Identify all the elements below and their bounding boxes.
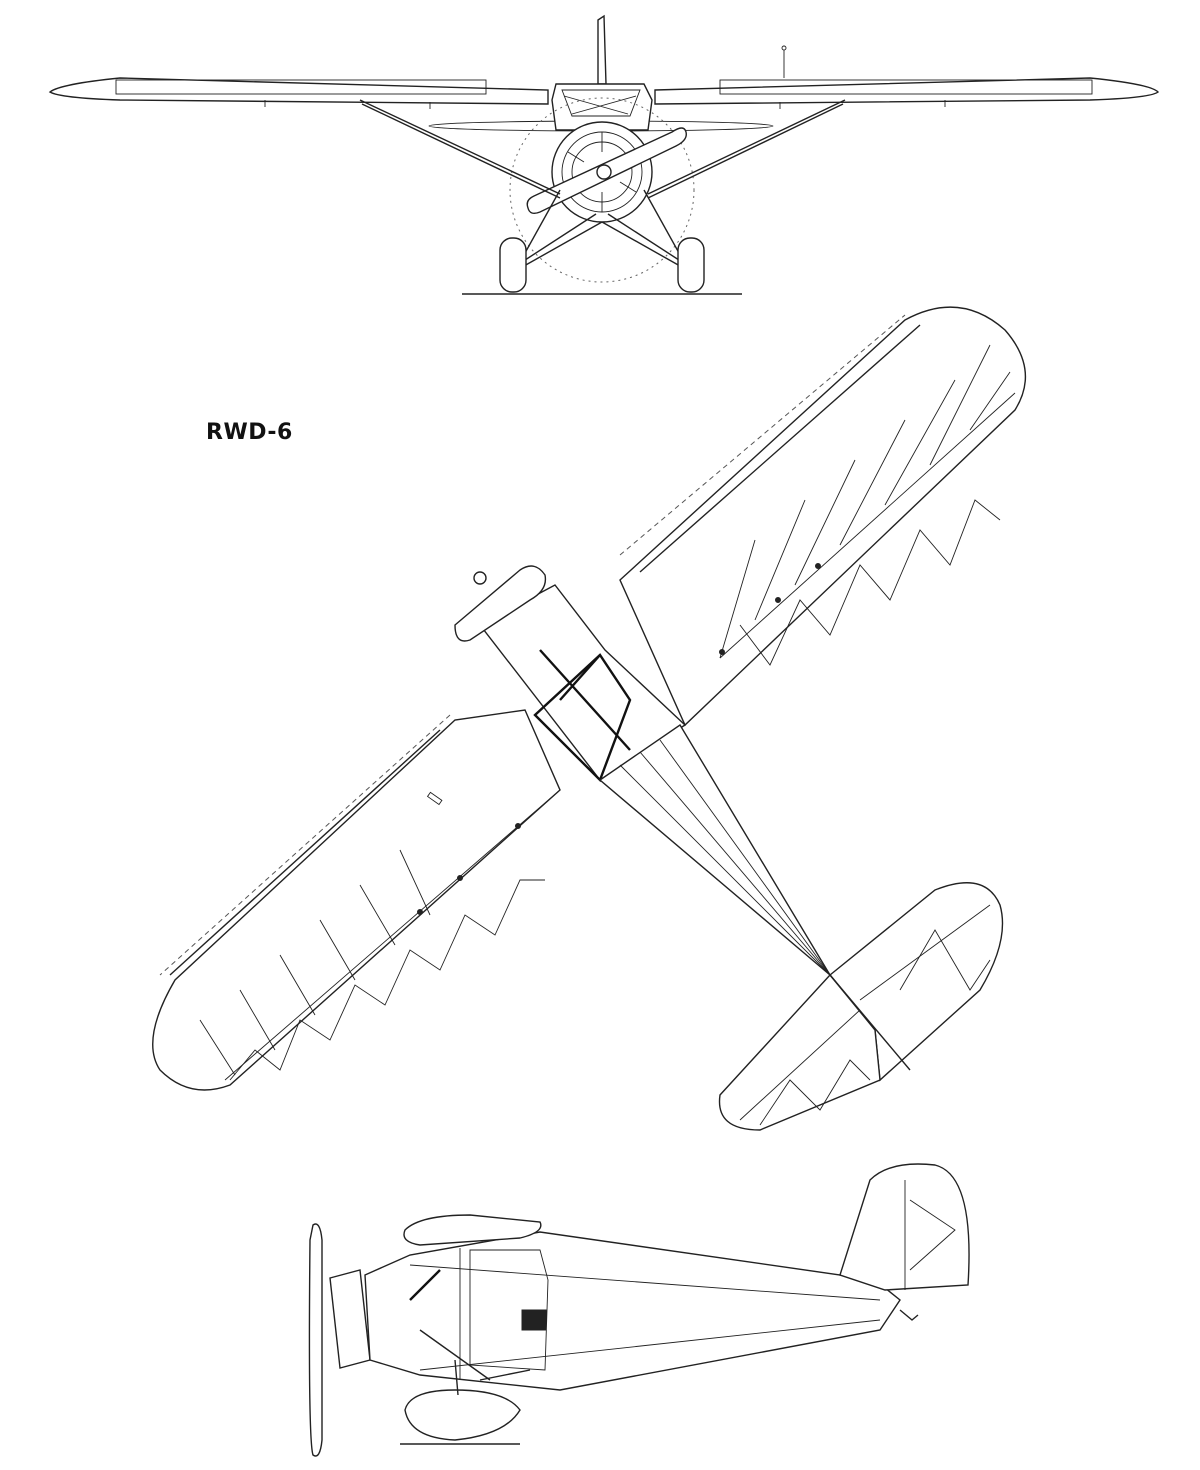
- front-prop-arc: [509, 97, 695, 283]
- front-wing-struts: [359, 99, 846, 199]
- side-wing: [403, 1214, 542, 1246]
- drawing-title: RWD-6: [206, 420, 293, 445]
- side-wheel-fairing: [404, 1389, 521, 1441]
- front-windshield: [561, 89, 641, 117]
- front-right-aileron: [719, 79, 1093, 95]
- front-landing-gear: [519, 189, 685, 267]
- side-view: [308, 1163, 970, 1457]
- front-left-wing: [48, 77, 549, 105]
- side-tail-wheel: [899, 1309, 919, 1321]
- side-vent: [521, 1309, 547, 1331]
- front-spinner: [596, 164, 612, 180]
- top-fuselage: [454, 565, 831, 976]
- front-right-wing: [654, 77, 1160, 105]
- top-view: [152, 306, 1027, 1131]
- front-wing-fittings: [264, 45, 946, 109]
- front-tail-fin: [597, 14, 607, 85]
- top-right-wing: [619, 306, 1027, 727]
- side-tail-fin: [839, 1163, 970, 1291]
- side-engine: [329, 1269, 371, 1369]
- side-propeller: [308, 1223, 323, 1457]
- front-right-wheel: [677, 237, 705, 293]
- front-left-aileron: [115, 79, 487, 95]
- top-spinner: [473, 571, 487, 585]
- front-left-wheel: [499, 237, 527, 293]
- top-engine: [454, 565, 547, 642]
- top-left-wing: [152, 709, 561, 1091]
- top-horizontal-tail: [718, 882, 1004, 1131]
- side-fuselage: [364, 1231, 901, 1391]
- front-view: [48, 14, 1160, 295]
- top-rudder: [829, 974, 911, 1071]
